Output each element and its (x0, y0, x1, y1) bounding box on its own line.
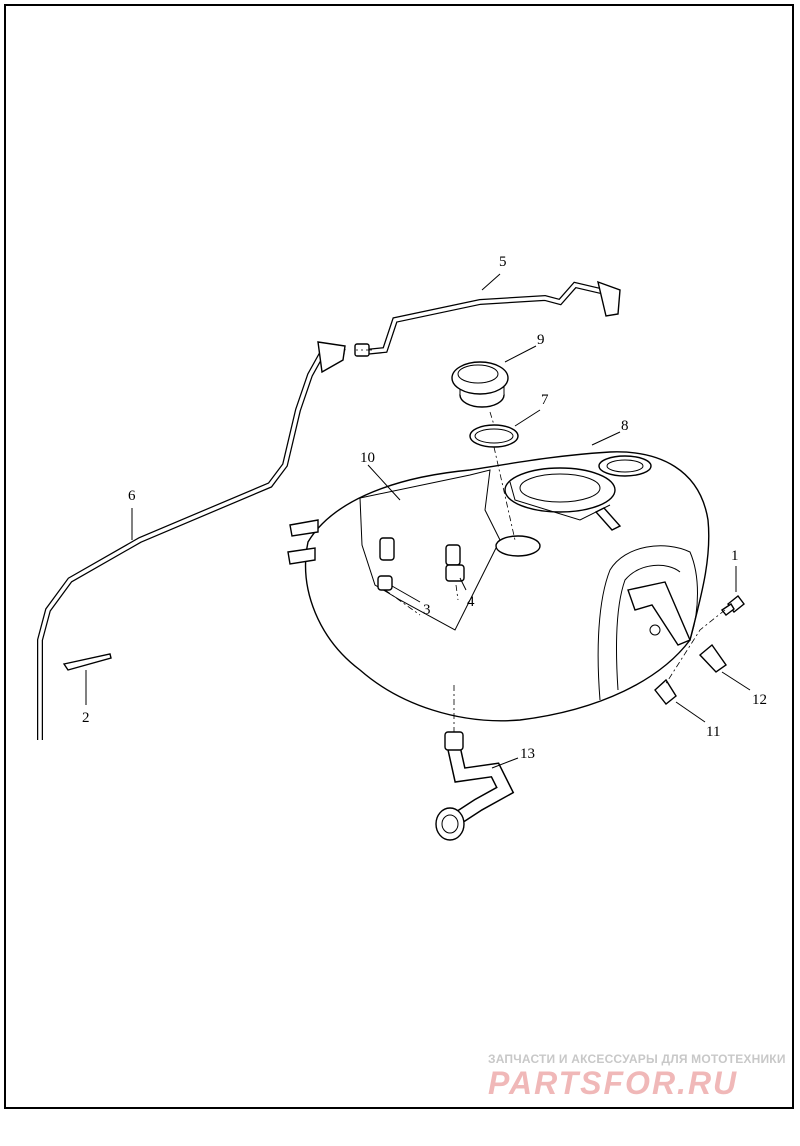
internal-fuel-line (379, 484, 461, 566)
vent-line (354, 280, 621, 357)
watermark-tagline: ЗАПЧАСТИ И АКСЕССУАРЫ ДЛЯ МОТОТЕХНИКИ (488, 1052, 786, 1066)
long-hose (37, 341, 346, 740)
callout-4: 4 (467, 594, 475, 610)
crossover-hose (435, 731, 515, 841)
svg-text:PARTSFOR.RU: PARTSFOR.RU (488, 1065, 738, 1101)
callout-13: 13 (520, 746, 535, 762)
grommet (654, 678, 677, 705)
callout-labels: 1 2 3 4 5 6 7 8 9 10 11 12 13 (82, 254, 767, 762)
cable-tie (62, 653, 112, 671)
callout-5: 5 (499, 254, 507, 270)
drawing-frame (4, 4, 794, 1109)
callout-1: 1 (731, 548, 739, 564)
callout-7: 7 (541, 392, 549, 408)
callout-8: 8 (621, 418, 629, 434)
clip (698, 643, 727, 673)
callout-11: 11 (706, 724, 720, 740)
callout-9: 9 (537, 332, 545, 348)
fitting-4 (445, 564, 465, 582)
leader-lines (85, 273, 751, 769)
callout-10: 10 (360, 450, 375, 466)
callout-12: 12 (752, 692, 767, 708)
fuel-cap (451, 361, 509, 408)
fuel-tank (287, 451, 710, 722)
callout-6: 6 (128, 488, 136, 504)
screw (720, 595, 745, 616)
watermark-logo: PARTSFOR.RU (488, 1065, 738, 1101)
o-ring (469, 424, 519, 448)
assembly-lines (356, 349, 726, 732)
callout-2: 2 (82, 710, 90, 726)
fitting-3 (377, 575, 393, 591)
callout-3: 3 (423, 602, 431, 618)
